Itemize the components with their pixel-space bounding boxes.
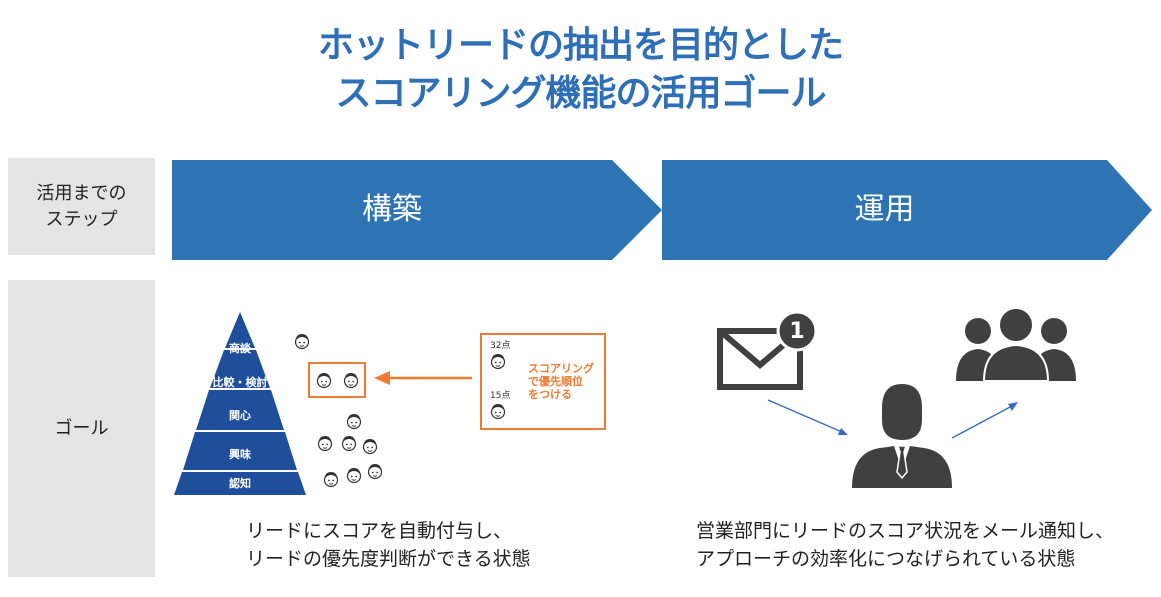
face-icon xyxy=(490,403,506,420)
face-icon xyxy=(294,333,310,350)
arrow-icon xyxy=(951,402,1018,439)
person-icon xyxy=(852,384,952,488)
scoring-text: スコアリング で優先順位 をつける xyxy=(528,362,594,401)
steps-chevrons xyxy=(172,160,1152,260)
face-icon xyxy=(316,372,332,389)
face-icon xyxy=(343,372,359,389)
face-icon xyxy=(323,471,339,488)
scoring-box xyxy=(480,333,606,430)
right-goal-caption-line-1: 営業部門にリードのスコア状況をメール通知し、 xyxy=(696,520,1115,542)
pyramid-label-awareness: 認知 xyxy=(229,477,251,490)
steps-row-label-line-2: ステップ xyxy=(45,208,118,230)
scoring-text-line-1: スコアリング xyxy=(528,362,594,375)
face-icon xyxy=(490,353,506,370)
score-bottom: 15点 xyxy=(490,391,511,401)
face-icon xyxy=(346,467,362,484)
pyramid-label-interest: 関心 xyxy=(229,409,251,422)
pyramid-level-4 xyxy=(183,432,297,470)
goal-row-label: ゴール xyxy=(8,280,155,577)
scoring-text-line-2: で優先順位 xyxy=(528,375,583,388)
face-icon xyxy=(341,435,357,452)
goal-row-label-text: ゴール xyxy=(54,417,109,439)
face-icon xyxy=(317,435,333,452)
steps-row-label-line-1: 活用までの xyxy=(36,182,127,204)
notification-badge-icon xyxy=(776,310,818,352)
title-line-1: ホットリードの抽出を目的とした xyxy=(317,25,844,66)
face-icon xyxy=(362,438,378,455)
pyramid-level-1 xyxy=(225,312,255,348)
scoring-text-line-3: をつける xyxy=(528,388,572,401)
face-icon xyxy=(346,413,362,430)
steps-row-label: 活用までの ステップ xyxy=(8,158,155,255)
right-goal-caption: 営業部門にリードのスコア状況をメール通知し、 アプローチの効率化につなげられてい… xyxy=(696,517,1114,573)
pyramid-label-engagement: 興味 xyxy=(229,448,251,461)
step-label-build: 構築 xyxy=(362,192,422,227)
face-icon xyxy=(367,463,383,480)
pyramid-label-negotiation: 商談 xyxy=(229,342,251,355)
right-goal-caption-line-2: アプローチの効率化につなげられている状態 xyxy=(696,548,1076,570)
group-icon xyxy=(956,307,1076,381)
arrow-icon xyxy=(767,399,848,435)
pyramid-level-5 xyxy=(174,472,306,495)
score-top: 32点 xyxy=(490,341,511,351)
pyramid-level-3 xyxy=(196,390,284,430)
lead-funnel-pyramid xyxy=(174,312,306,495)
arrow-left-icon xyxy=(374,371,472,385)
left-goal-caption-line-2: リードの優先度判断ができる状態 xyxy=(246,548,531,570)
step-chevron-operate xyxy=(662,160,1152,260)
left-goal-caption-line-1: リードにスコアを自動付与し、 xyxy=(246,520,513,542)
step-chevron-build xyxy=(172,160,662,260)
pyramid-label-comparison: 比較・検討 xyxy=(212,376,268,389)
title-line-2: スコアリング機能の活用ゴール xyxy=(335,73,826,114)
left-goal-caption: リードにスコアを自動付与し、 リードの優先度判断ができる状態 xyxy=(246,517,531,573)
notification-badge-count: 1 xyxy=(789,318,805,344)
step-label-operate: 運用 xyxy=(854,192,915,227)
pyramid-level-2 xyxy=(210,350,270,388)
